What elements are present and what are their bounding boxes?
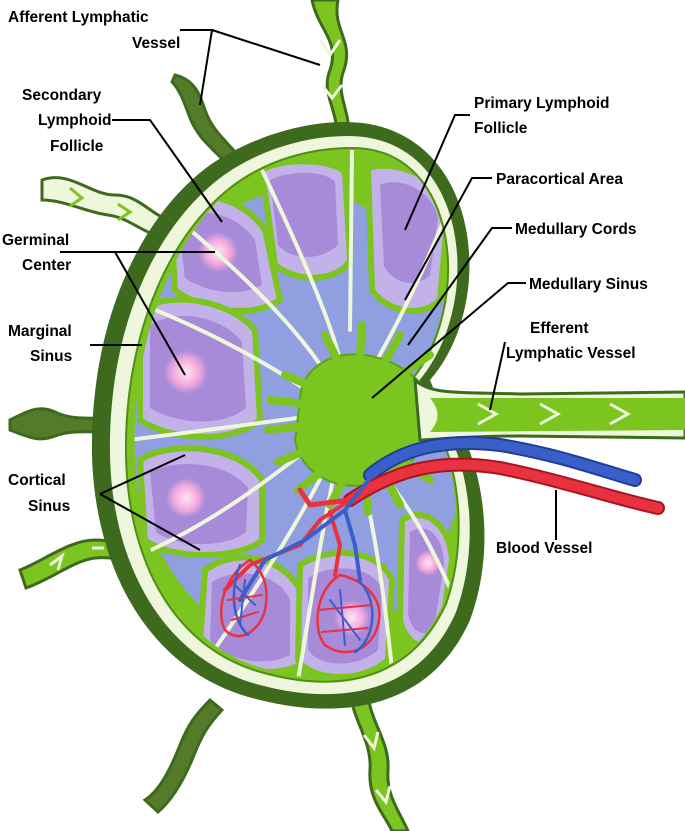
label-cortical-line1: Cortical: [8, 472, 66, 489]
label-medullary-sinus: Medullary Sinus: [529, 276, 648, 293]
leader-cortical-2: [99, 493, 201, 551]
germinal-center-3: [166, 478, 206, 518]
label-marginal-line2: Sinus: [30, 348, 72, 365]
leader-lines: [60, 29, 557, 551]
labels: Afferent Lymphatic Vessel Secondary Lymp…: [2, 9, 648, 557]
label-secondary-line3: Follicle: [50, 138, 104, 155]
label-efferent-line2: Lymphatic Vessel: [506, 345, 636, 362]
label-germinal-line1: Germinal: [2, 232, 69, 249]
leader-efferent: [489, 341, 506, 411]
label-germinal-line2: Center: [22, 257, 71, 274]
leader-germinal-2: [114, 251, 186, 376]
label-primary-line1: Primary Lymphoid: [474, 95, 610, 112]
label-afferent-line2: Vessel: [132, 35, 180, 52]
leader-medullary-cords: [407, 227, 512, 346]
label-secondary-line2: Lymphoid: [38, 112, 111, 129]
leader-medullary-sinus: [371, 282, 526, 399]
primary-follicle-shape: [380, 182, 438, 283]
label-medullary-cords: Medullary Cords: [515, 221, 636, 238]
label-blood-vessel: Blood Vessel: [496, 540, 592, 557]
leader-primary: [404, 114, 470, 231]
afferent-vessel-bottom: [348, 688, 410, 831]
leader-afferent-2: [211, 29, 321, 66]
leader-cortical: [99, 454, 186, 495]
label-efferent-line1: Efferent: [530, 320, 589, 337]
label-paracortical: Paracortical Area: [496, 171, 623, 188]
afferent-vessel-upper-left: [170, 73, 241, 168]
leader-secondary: [112, 119, 223, 223]
germinal-center-2: [164, 350, 208, 394]
afferent-vessel-top: [310, 0, 351, 142]
blood-vessels: [220, 436, 665, 654]
label-marginal-line1: Marginal: [8, 323, 72, 340]
afferent-vessel-bottom-left: [142, 697, 225, 815]
label-cortical-line2: Sinus: [28, 498, 70, 515]
label-afferent-line1: Afferent Lymphatic: [8, 9, 149, 26]
efferent-lymphatic-vessel: [413, 376, 685, 442]
label-primary-line2: Follicle: [474, 120, 528, 137]
label-secondary-line1: Secondary: [22, 87, 102, 104]
leader-paracortical: [404, 177, 492, 301]
